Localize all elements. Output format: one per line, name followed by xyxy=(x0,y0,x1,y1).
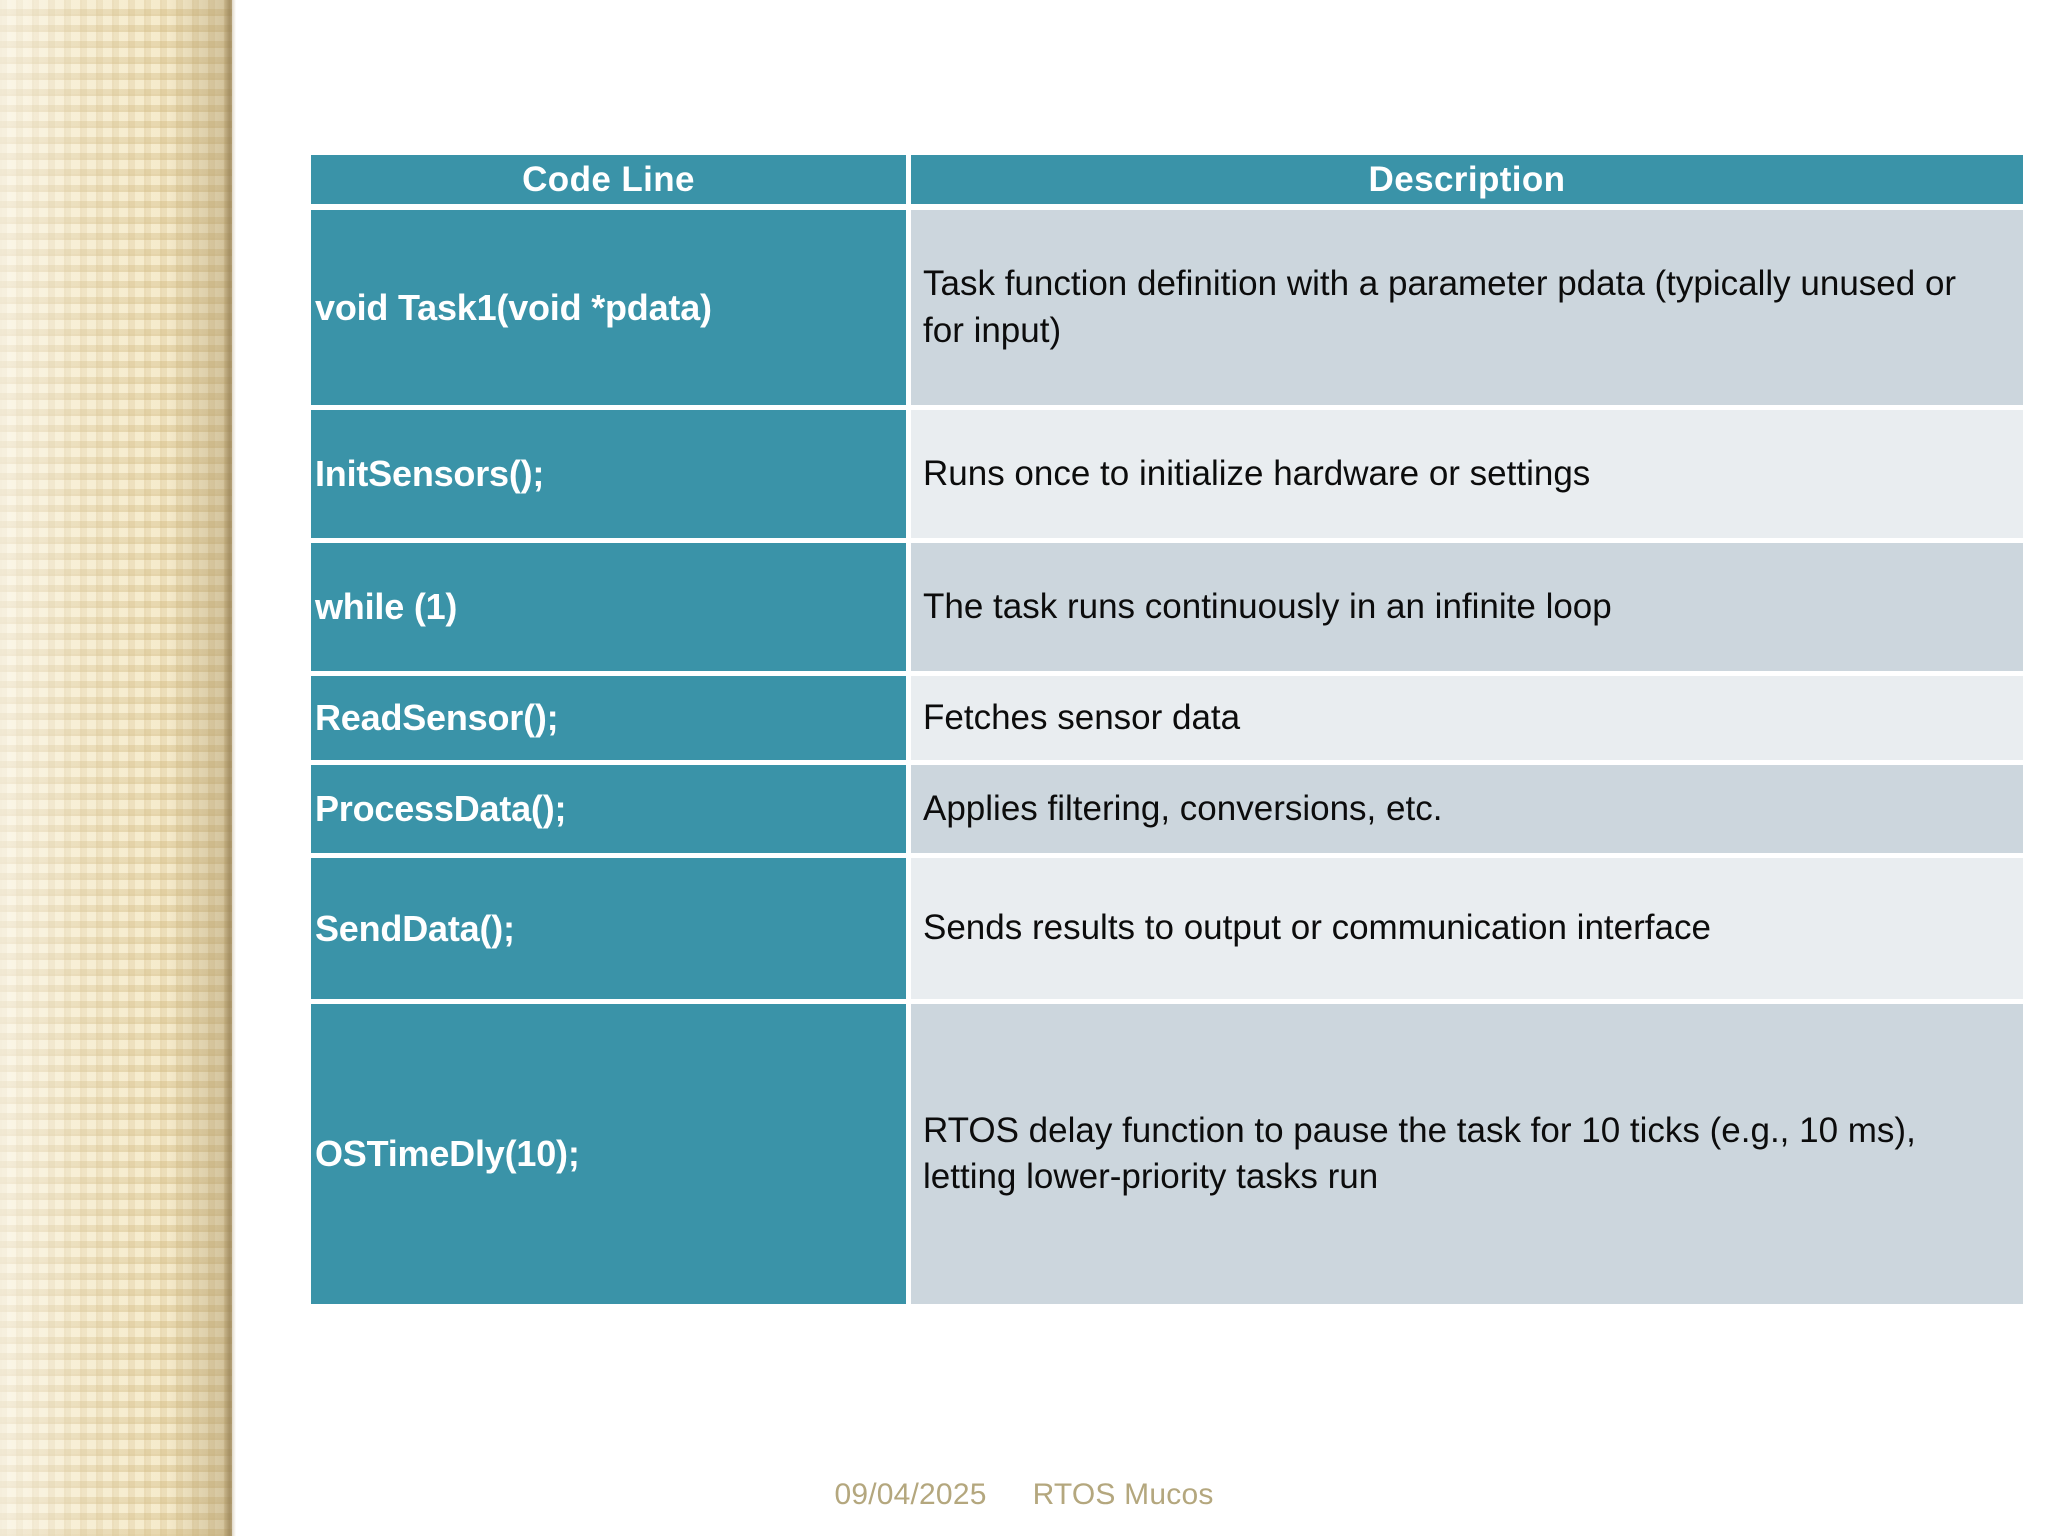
decorative-left-band xyxy=(0,0,232,1536)
table-header: Code Line Description xyxy=(311,155,2023,210)
table-row: void Task1(void *pdata) Task function de… xyxy=(311,210,2023,410)
column-header-code-line: Code Line xyxy=(311,155,911,210)
code-line-table-container: Code Line Description void Task1(void *p… xyxy=(311,155,2023,1304)
table-header-row: Code Line Description xyxy=(311,155,2023,210)
code-line-table: Code Line Description void Task1(void *p… xyxy=(311,155,2023,1304)
cell-description: The task runs continuously in an infinit… xyxy=(911,543,2023,676)
table-row: ReadSensor(); Fetches sensor data xyxy=(311,676,2023,765)
table-body: void Task1(void *pdata) Task function de… xyxy=(311,210,2023,1304)
table-row: ProcessData(); Applies filtering, conver… xyxy=(311,765,2023,858)
cell-code-line: ReadSensor(); xyxy=(311,676,911,765)
cell-code-line: OSTimeDly(10); xyxy=(311,1004,911,1304)
footer-title: RTOS Mucos xyxy=(1032,1478,1214,1511)
cell-description: RTOS delay function to pause the task fo… xyxy=(911,1004,2023,1304)
slide-footer: 09/04/2025 RTOS Mucos xyxy=(0,1478,2048,1512)
cell-code-line: ProcessData(); xyxy=(311,765,911,858)
footer-date: 09/04/2025 xyxy=(834,1478,987,1511)
cell-code-line: void Task1(void *pdata) xyxy=(311,210,911,410)
table-row: InitSensors(); Runs once to initialize h… xyxy=(311,410,2023,543)
cell-description: Sends results to output or communication… xyxy=(911,858,2023,1004)
cell-description: Fetches sensor data xyxy=(911,676,2023,765)
table-row: SendData(); Sends results to output or c… xyxy=(311,858,2023,1004)
column-header-description: Description xyxy=(911,155,2023,210)
cell-code-line: SendData(); xyxy=(311,858,911,1004)
cell-code-line: while (1) xyxy=(311,543,911,676)
cell-description: Task function definition with a paramete… xyxy=(911,210,2023,410)
table-row: while (1) The task runs continuously in … xyxy=(311,543,2023,676)
cell-description: Runs once to initialize hardware or sett… xyxy=(911,410,2023,543)
cell-description: Applies filtering, conversions, etc. xyxy=(911,765,2023,858)
decorative-left-band-edge xyxy=(224,0,236,1536)
cell-code-line: InitSensors(); xyxy=(311,410,911,543)
table-row: OSTimeDly(10); RTOS delay function to pa… xyxy=(311,1004,2023,1304)
